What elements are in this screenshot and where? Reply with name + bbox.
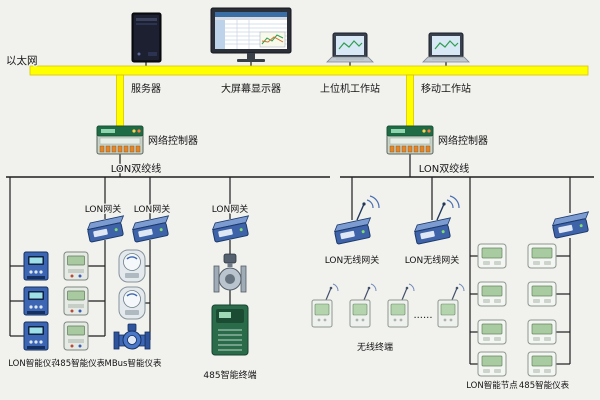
lon-gateway-1-label: LON网关 bbox=[85, 203, 122, 215]
mbus-flow-meter bbox=[113, 323, 151, 350]
lon-node-1 bbox=[477, 243, 507, 269]
rs485-meter-3 bbox=[63, 321, 89, 351]
server-label: 服务器 bbox=[131, 82, 161, 95]
lon-meter-1 bbox=[23, 251, 49, 281]
ethernet-drop-right bbox=[406, 74, 414, 127]
lon-gateway-3-icon bbox=[210, 215, 253, 243]
lon-meter-3 bbox=[23, 321, 49, 351]
wireless-terminal-3 bbox=[387, 283, 415, 328]
lon-meter-2 bbox=[23, 286, 49, 316]
rs485-terminal-label: 485智能终端 bbox=[203, 369, 256, 381]
rs485-gateway-right-icon bbox=[550, 211, 593, 239]
network-controller-right bbox=[386, 125, 434, 155]
rs485-meter-2 bbox=[63, 286, 89, 316]
ethernet-drop-left bbox=[116, 74, 124, 127]
mobile-workstation-label: 移动工作站 bbox=[421, 82, 471, 95]
lon-nodes-label: LON智能节点 bbox=[466, 380, 518, 391]
rs485-terminal-cabinet-icon bbox=[211, 304, 249, 356]
rs485-meters-label: 485智能仪表 bbox=[55, 358, 106, 369]
host-workstation-laptop bbox=[326, 32, 374, 63]
lon-node-3 bbox=[477, 319, 507, 345]
wireless-terminal-1 bbox=[311, 283, 339, 328]
lon-wireless-gateway-2-icon bbox=[413, 196, 459, 244]
host-workstation-label: 上位机工作站 bbox=[320, 82, 380, 95]
network-controller-left bbox=[96, 125, 144, 155]
lon-gateway-2-label: LON网关 bbox=[134, 203, 171, 215]
ethernet-label: 以太网 bbox=[6, 54, 38, 67]
lon-node-4 bbox=[477, 351, 507, 377]
ethernet-bus bbox=[29, 65, 589, 76]
lon-gateway-3-label: LON网关 bbox=[212, 203, 249, 215]
wireless-terminal-2 bbox=[349, 283, 377, 328]
motorized-valve-icon bbox=[213, 253, 247, 293]
lon-wireless-gateway-1-label: LON无线网关 bbox=[325, 254, 380, 266]
mobile-workstation-laptop bbox=[422, 32, 470, 63]
connector-lines bbox=[6, 62, 594, 365]
server-tower bbox=[131, 12, 162, 63]
mbus-heat-meter-1 bbox=[118, 249, 146, 283]
big-screen-display bbox=[210, 7, 292, 62]
network-controller-left-label: 网络控制器 bbox=[148, 134, 198, 147]
lon-bus-right-label: LON双绞线 bbox=[419, 162, 470, 175]
rs485-meter-right-3 bbox=[527, 319, 557, 345]
network-controller-right-label: 网络控制器 bbox=[438, 134, 488, 147]
wireless-terminals-label: 无线终端 bbox=[357, 341, 393, 353]
mbus-heat-meter-2 bbox=[118, 286, 146, 320]
rs485-meter-right-1 bbox=[527, 243, 557, 269]
lon-wireless-gateway-1-icon bbox=[333, 196, 379, 244]
lon-wireless-gateway-2-label: LON无线网关 bbox=[405, 254, 460, 266]
lon-gateway-2-icon bbox=[130, 215, 173, 243]
ellipsis-label: ...... bbox=[413, 310, 432, 321]
lon-gateway-1-icon bbox=[85, 215, 128, 243]
rs485-meter-right-4 bbox=[527, 351, 557, 377]
lon-node-2 bbox=[477, 281, 507, 307]
rs485-meter-right-2 bbox=[527, 281, 557, 307]
rs485-meters-right-label: 485智能仪表 bbox=[519, 380, 570, 391]
lon-meters-label: LON智能仪表 bbox=[8, 358, 60, 369]
rs485-meter-1 bbox=[63, 251, 89, 281]
big-screen-label: 大屏幕显示器 bbox=[221, 82, 281, 95]
mbus-meters-label: MBus智能仪表 bbox=[105, 358, 162, 369]
wireless-terminal-4 bbox=[437, 283, 465, 328]
lon-bus-left-label: LON双绞线 bbox=[111, 162, 162, 175]
